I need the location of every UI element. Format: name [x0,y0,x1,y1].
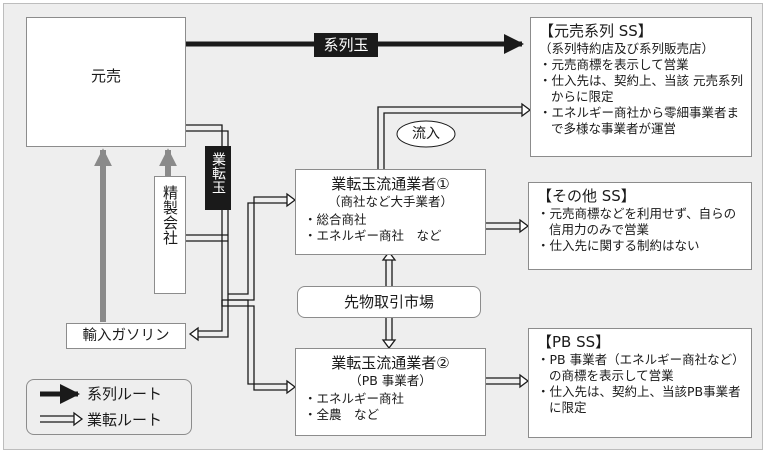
gyosha2-box: 業転玉流通業者② （PB 事業者） ・エネルギー商社 ・全農 など [295,348,486,436]
pb-ss-box: 【PB SS】 ・PB 事業者（エネルギー商社など）の商標を表示して営業 ・仕入… [528,328,752,438]
sakimono-label: 先物取引市場 [343,293,434,311]
legend-gyoten-head [73,411,84,427]
gyoten-arrow-heads [188,102,532,395]
other-ss-box: 【その他 SS】 ・元売商標などを利用せず、自らの信用力のみで営業 ・仕入先に関… [528,182,752,270]
gyosha1-box: 業転玉流通業者① （商社など大手業者） ・総合商社 ・エネルギー商社 など [295,169,486,255]
other-ss-title: 【その他 SS】 [537,187,636,205]
gyosha2-item: ・全農 など [304,407,380,422]
yunyu-box: 輸入ガソリン [66,323,186,349]
legend-keiretsu-label: 系列ルート [87,385,163,403]
keiretsu-ss-item: ・エネルギー商社から零細事業者まで多様な事業者が運営 [539,105,740,136]
keiretsu-ss-box: 【元売系列 SS】 （系列特約店及び系列販売店） ・元売商標を表示して営業 ・仕… [530,17,752,157]
gyosha1-subtitle: （商社など大手業者） [327,194,453,209]
ryunyu-oval [396,120,456,148]
legend-gyoten-label: 業転ルート [87,411,163,429]
yunyu-label: 輸入ガソリン [82,328,170,344]
pb-ss-item: ・PB 事業者（エネルギー商社など）の商標を表示して営業 [537,352,739,383]
gyoten-label: 業転玉 [205,146,231,210]
gyosha2-subtitle: （PB 事業者） [349,373,432,388]
gyoten-route-lines [186,106,522,391]
ryunyu-label: 流入 [412,126,440,142]
gyosha1-title: 業転玉流通業者① [331,175,450,193]
motouri-label: 元売 [90,67,121,85]
legend-gyoten-arrow [40,415,74,423]
other-ss-item: ・元売商標などを利用せず、自らの信用力のみで営業 [537,206,737,237]
gyosha2-item: ・エネルギー商社 [304,391,405,406]
pb-ss-title: 【PB SS】 [537,333,611,351]
keiretsu-ss-subtitle: （系列特約店及び系列販売店） [539,41,715,56]
keiretsu-ss-item: ・元売商標を表示して営業 [539,57,689,72]
legend-box: 系列ルート 業転ルート [26,379,192,435]
gyosha2-title: 業転玉流通業者② [331,354,450,372]
other-ss-item: ・仕入先に関する制約はない [537,238,700,253]
pb-ss-item: ・仕入先は、契約上、当該PB事業者に限定 [537,384,741,415]
keiretsu-ss-title: 【元売系列 SS】 [539,22,653,40]
keiretsu-label: 系列玉 [314,33,378,57]
motouri-box: 元売 [26,17,186,147]
keiretsu-ss-item: ・仕入先は、契約上、当該 元売系列からに限定 [539,73,743,104]
seisei-label: 精製会社 [161,185,179,245]
gyosha1-item: ・エネルギー商社 など [304,228,442,243]
gyosha1-item: ・総合商社 [304,212,367,227]
seisei-box: 精製会社 [154,176,186,294]
sakimono-box: 先物取引市場 [297,286,481,318]
